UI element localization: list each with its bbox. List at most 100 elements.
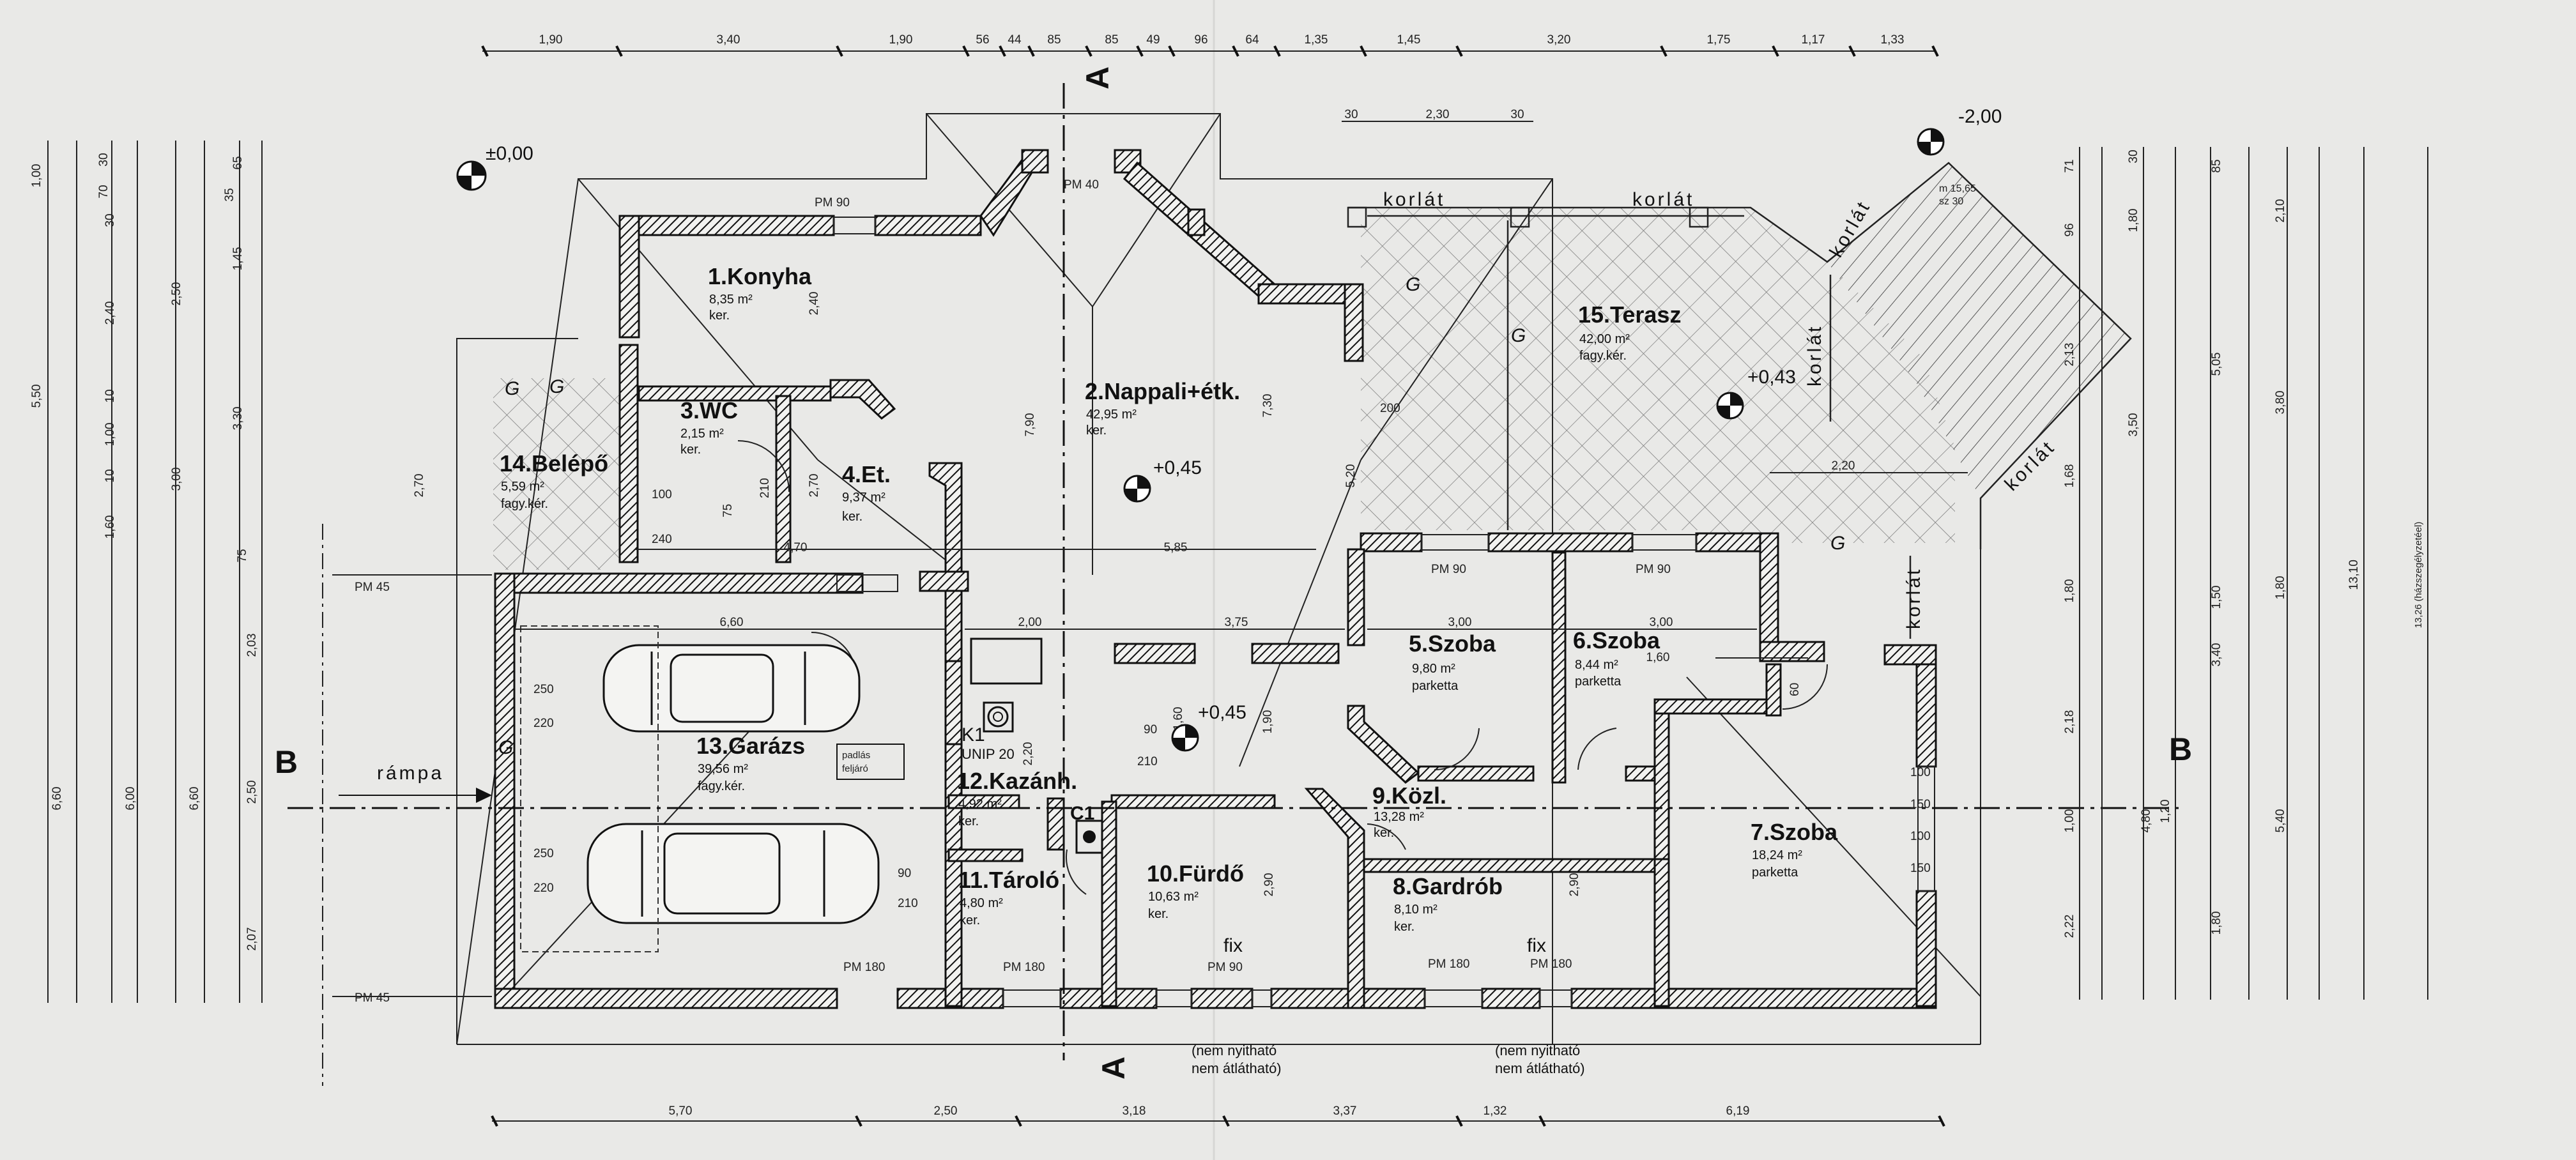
dim-top-3: 56: [976, 33, 989, 47]
bottom-dimension-labels: 5,70 2,50 3,18 3,37 1,32 6,19: [669, 1104, 1750, 1118]
pm-45-top: PM 45: [355, 581, 390, 594]
room-area: 39,56 m²: [698, 762, 748, 776]
room-floor: parketta: [1752, 866, 1798, 880]
korlat-top-1: korlát: [1383, 189, 1445, 210]
dimension-ticks: [481, 45, 1945, 1127]
dim-right-1: 96: [2063, 223, 2076, 236]
level-045-label: +0,45: [1153, 457, 1202, 478]
dim-top-14: 1,17: [1802, 33, 1825, 47]
level-marker-045: +0,45: [1123, 457, 1202, 503]
pm-45-bottom: PM 45: [355, 991, 390, 1005]
korlat-side: korlát: [1903, 567, 1924, 629]
room-floor: ker.: [842, 510, 862, 524]
room-floor: parketta: [1575, 675, 1621, 689]
room-labels: 1.Konyha 8,35 m² ker. 2.Nappali+étk. 42,…: [500, 263, 1838, 934]
room-name: 13.Garázs: [696, 733, 805, 759]
dim-left-13: 2,50: [245, 781, 259, 804]
dim-right-4: 1,80: [2063, 579, 2076, 603]
dim-right-total: 13,26 (házszegélyzetéel): [2413, 522, 2424, 629]
pm-180-garage: PM 180: [843, 961, 885, 974]
dim-right-0: 71: [2063, 159, 2076, 172]
dim-inner-8: 7,30: [1261, 394, 1275, 418]
room-name: 11.Tároló: [958, 867, 1059, 893]
dim-left-2: 6,60: [50, 787, 64, 811]
entry-tiles: [493, 378, 621, 570]
room-name: 2.Nappali+étk.: [1085, 378, 1240, 404]
room-area: 9,37 m²: [842, 491, 885, 505]
room-floor: ker.: [1394, 920, 1414, 934]
room-area: 42,95 m²: [1086, 408, 1137, 422]
room-kazanhaz: 12.Kazánh. 4,92 m² ker.: [957, 768, 1077, 828]
dim-left-12: 2,03: [245, 634, 259, 657]
dim-right-13: 1,20: [2159, 800, 2172, 823]
dim-left-11: 3,30: [231, 407, 245, 431]
dim-bottom-1: 2,50: [934, 1104, 958, 1118]
dim-inner-7: 7,90: [1023, 413, 1037, 437]
dim-top-6: 85: [1105, 33, 1118, 47]
dim-top-0: 1,90: [539, 33, 563, 47]
dim-left-8: 3,00: [170, 468, 183, 491]
dim-inner-4: 3,00: [1650, 616, 1673, 629]
dim-inner-16: 1,90: [1261, 710, 1275, 734]
dim-top-8: 96: [1194, 33, 1208, 47]
room-name: 1.Konyha: [708, 263, 812, 289]
g-mark-terrace-3: G: [1830, 533, 1845, 554]
pm-90-kitchen: PM 90: [815, 196, 850, 210]
chimney-c1: [1075, 820, 1103, 854]
dim-left-21: 10: [103, 389, 117, 402]
chimney-k1: [983, 701, 1014, 733]
mark-240: 240: [652, 533, 672, 546]
unip-label: UNIP 20: [962, 746, 1015, 762]
pm-90-room6: PM 90: [1636, 563, 1671, 576]
dim-top-7: 49: [1146, 33, 1160, 47]
mark-100-b: 100: [1910, 766, 1931, 779]
pm-labels: PM 90 PM 90 PM 90 PM 90 PM 40 PM 45 PM 4…: [355, 178, 1671, 1005]
section-b-right: B: [2169, 731, 2192, 767]
room-kozlekedo: 9.Közl. 13,28 m² ker.: [1372, 782, 1446, 840]
g-mark-garage: G: [498, 737, 513, 758]
room-floor: fagy.kér.: [501, 497, 548, 511]
mark-210: 210: [758, 478, 772, 498]
dim-inner-3: 3,00: [1448, 616, 1472, 629]
dim-inner-9: 5,20: [1344, 464, 1358, 488]
dim-right-20: 13,10: [2347, 560, 2361, 590]
dim-bottom-4: 1,32: [1483, 1104, 1507, 1118]
room-floor: ker.: [1086, 424, 1107, 438]
mark-90-b: 90: [1144, 723, 1157, 736]
room-area: 4,80 m²: [960, 896, 1003, 910]
c1-label: C1: [1070, 803, 1094, 824]
right-dimension-labels: 71 96 2,13 1,68 1,80 2,18 1,00 2,22 1,80…: [2063, 149, 2424, 938]
dim-right-17: 3,80: [2274, 391, 2287, 415]
mark-150-b: 150: [1910, 862, 1931, 875]
dim-right-3: 1,68: [2063, 464, 2076, 488]
room-name: 6.Szoba: [1573, 627, 1660, 653]
dim-inner-2: 5,85: [1164, 541, 1188, 554]
dim-top-9: 64: [1245, 33, 1259, 47]
dimension-lines: [47, 50, 2428, 1122]
fix-bath: fix: [1223, 935, 1243, 956]
attic-label-2: feljáró: [842, 763, 868, 774]
mark-90: 90: [898, 867, 911, 880]
room-area: 18,24 m²: [1752, 848, 1802, 862]
room-area: 5,59 m²: [501, 480, 544, 494]
dim-right-12: 3,40: [2210, 643, 2223, 667]
dim-right-10: 5,05: [2210, 353, 2223, 376]
level-marker-045-hall: +0,45: [1171, 702, 1246, 752]
garage-parking-zone: [520, 625, 659, 952]
mark-60: 60: [1788, 683, 1802, 696]
dim-right-18: 1,80: [2274, 576, 2287, 600]
mark-200: 200: [1380, 402, 1400, 415]
dim-top-5: 85: [1047, 33, 1061, 47]
room-belepo: 14.Belépő 5,59 m² fagy.kér.: [500, 450, 608, 511]
room-terasz: 15.Terasz 42,00 m² fagy.kér.: [1578, 301, 1681, 363]
room-name: 15.Terasz: [1578, 301, 1681, 328]
room-area: 8,10 m²: [1394, 903, 1438, 917]
pm-180-wardrobe: PM 180: [1428, 958, 1469, 971]
room-konyha: 1.Konyha 8,35 m² ker.: [708, 263, 812, 323]
room-name: 14.Belépő: [500, 450, 608, 477]
room-name: 10.Fürdő: [1147, 860, 1244, 887]
room-gardrob: 8.Gardrób 8,10 m² ker.: [1393, 873, 1503, 934]
room-etkezo: 4.Et. 9,37 m² ker.: [842, 461, 891, 524]
room-wc: 3.WC 2,15 m² ker.: [680, 397, 738, 457]
